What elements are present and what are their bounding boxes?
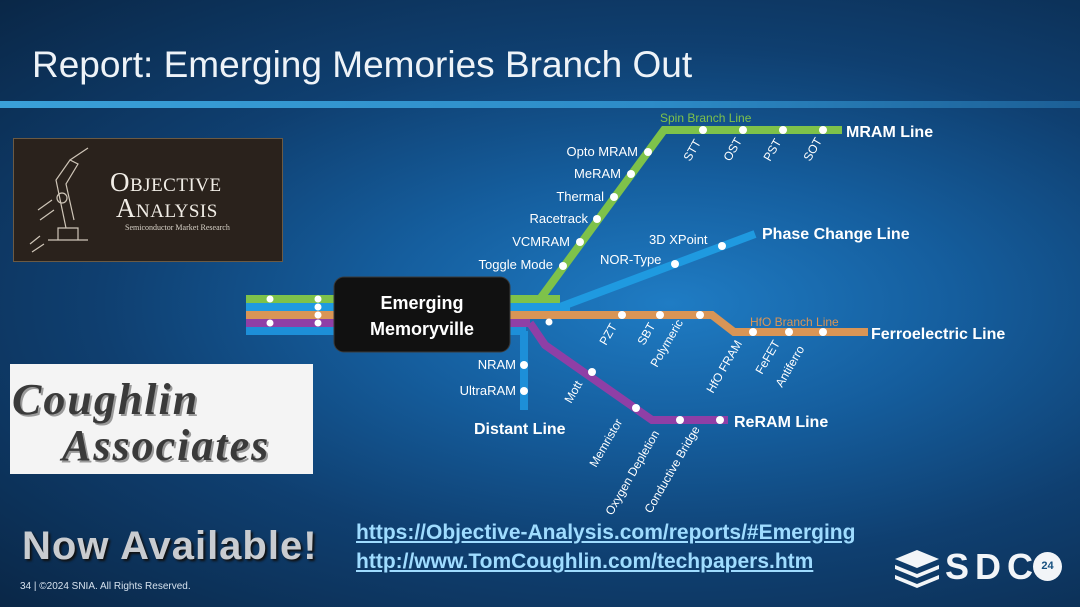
station-label: STT	[680, 136, 704, 163]
phase-stations	[671, 242, 726, 268]
station-dot	[314, 311, 322, 319]
station-label: OST	[720, 135, 745, 164]
hub-box	[333, 276, 511, 353]
station-label: NRAM	[478, 357, 516, 372]
spin-stations	[699, 126, 827, 134]
distant-stations	[520, 361, 528, 395]
ferro-stations	[545, 311, 827, 336]
station-dot	[266, 295, 274, 303]
logo-text-coughlin: Coughlin	[12, 375, 200, 424]
station-dot	[576, 238, 584, 246]
mram-stations	[559, 148, 652, 270]
reram-stations	[588, 368, 724, 424]
hub-label-line1: Emerging	[380, 293, 463, 313]
station-dot	[545, 318, 553, 326]
mram-line-label: MRAM Line	[846, 124, 933, 141]
sdc-wordmark: SDC	[945, 546, 1040, 587]
station-dot	[314, 303, 322, 311]
objective-analysis-report-link[interactable]: https://Objective-Analysis.com/reports/#…	[356, 521, 856, 544]
station-dot	[749, 328, 757, 336]
sdc-logo: SDC 24	[893, 546, 1063, 590]
station-dot	[819, 328, 827, 336]
hub-label-line2: Memoryville	[370, 319, 474, 339]
station-dot	[593, 215, 601, 223]
reram-station-labels: Mott Memristor Oxygen Depletion Conducti…	[561, 378, 702, 518]
sdc-year-badge: 24	[1033, 552, 1062, 581]
station-label: MeRAM	[574, 166, 621, 181]
station-dot	[588, 368, 596, 376]
station-label: 3D XPoint	[649, 232, 708, 247]
slide-footer: 34 | ©2024 SNIA. All Rights Reserved.	[20, 581, 191, 592]
station-dot	[699, 126, 707, 134]
spin-branch-label: Spin Branch Line	[660, 111, 752, 125]
ferroelectric-line	[510, 311, 868, 336]
station-label: Memristor	[586, 416, 625, 469]
station-dot	[520, 361, 528, 369]
logo-tagline: Semiconductor Market Research	[125, 223, 230, 232]
station-label: Mott	[561, 378, 585, 406]
station-dot	[716, 416, 724, 424]
station-dot	[819, 126, 827, 134]
phase-change-line-label: Phase Change Line	[762, 226, 910, 243]
station-dot	[718, 242, 726, 250]
hub-station: Emerging Memoryville	[333, 276, 511, 353]
station-label: SOT	[800, 135, 825, 164]
microscope-icon	[29, 147, 89, 253]
coughlin-techpapers-link[interactable]: http://www.TomCoughlin.com/techpapers.ht…	[356, 550, 814, 573]
station-label: VCMRAM	[512, 234, 570, 249]
station-dot	[785, 328, 793, 336]
station-dot	[671, 260, 679, 268]
station-label: Racetrack	[529, 211, 588, 226]
logo-text-associates: Associates	[62, 421, 271, 470]
spin-station-labels: STT OST PST SOT	[680, 135, 825, 164]
station-dot	[520, 387, 528, 395]
hfo-branch-label: HfO Branch Line	[750, 315, 839, 329]
station-dot	[779, 126, 787, 134]
logo-text-objective: Objective	[110, 167, 222, 197]
station-label: Thermal	[556, 189, 604, 204]
station-dot	[696, 311, 704, 319]
station-dot	[610, 193, 618, 201]
station-dot	[632, 404, 640, 412]
station-label: HfO FRAM	[703, 338, 744, 396]
station-label: NOR-Type	[600, 252, 661, 267]
station-label: Toggle Mode	[479, 257, 553, 272]
slide-title: Report: Emerging Memories Branch Out	[32, 44, 693, 85]
coughlin-associates-logo: Coughlin Associates	[10, 364, 313, 474]
station-dot	[559, 262, 567, 270]
station-dot	[739, 126, 747, 134]
station-label: PZT	[596, 320, 620, 347]
stacked-layers-icon	[895, 550, 939, 588]
objective-analysis-logo: Objective Analysis Semiconductor Market …	[13, 138, 283, 262]
station-label: Opto MRAM	[566, 144, 638, 159]
trunk-stations	[266, 295, 322, 327]
reram-line	[526, 320, 728, 424]
station-dot	[627, 170, 635, 178]
station-dot	[314, 319, 322, 327]
station-dot	[314, 295, 322, 303]
distant-line-label: Distant Line	[474, 421, 566, 438]
station-label: PST	[760, 136, 784, 164]
station-label: UltraRAM	[460, 383, 516, 398]
now-available-text: Now Available!	[22, 524, 318, 568]
mram-station-labels: Opto MRAM MeRAM Thermal Racetrack VCMRAM…	[479, 144, 638, 272]
station-dot	[656, 311, 664, 319]
station-dot	[266, 319, 274, 327]
station-dot	[676, 416, 684, 424]
reram-line-label: ReRAM Line	[734, 414, 828, 431]
station-dot	[618, 311, 626, 319]
ferroelectric-line-label: Ferroelectric Line	[871, 326, 1005, 343]
logo-text-analysis: Analysis	[116, 193, 218, 223]
title-divider	[0, 101, 1080, 108]
station-dot	[644, 148, 652, 156]
station-label: SBT	[634, 320, 658, 348]
